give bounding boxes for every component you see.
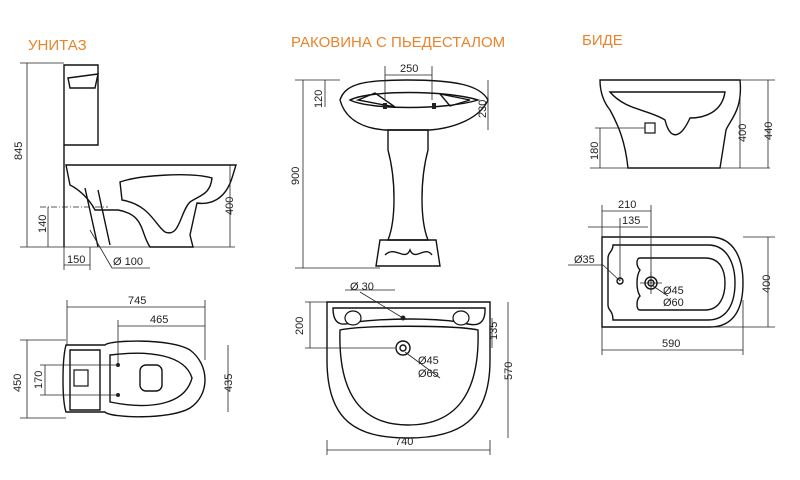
- toilet-outlet-offset-dim: 150: [67, 254, 85, 266]
- toilet-outlet-diameter-dim: Ø 100: [113, 256, 143, 268]
- bidet-width-dim: 400: [761, 275, 773, 293]
- bidet-drain-inner-dim: Ø45: [663, 285, 684, 297]
- sink-drain-offset-dim: 135: [488, 322, 500, 340]
- bidet-drain-outer-dim: Ø60: [663, 297, 684, 309]
- bidet-tap-offset-dim: 135: [622, 215, 640, 227]
- sink-depth-top-dim: 120: [313, 90, 325, 108]
- sink-tap-hole-dim: Ø 30: [350, 281, 374, 293]
- sink-basin-height-dim: 230: [477, 100, 489, 118]
- sink-drain-inner-dim: Ø45: [418, 355, 439, 367]
- toilet-width-dim: 450: [12, 374, 24, 392]
- toilet-hole-spacing-dim: 170: [33, 371, 45, 389]
- bidet-drain-offset-dim: 210: [618, 199, 636, 211]
- sink-tap-offset-dim: 200: [294, 317, 306, 335]
- bidet-top-view: 210 135 Ø35 Ø45 Ø60 400 590: [568, 199, 775, 355]
- toilet-top-view: 745 465 450 170 435: [12, 295, 235, 419]
- bidet-outlet-height-dim: 180: [589, 142, 601, 160]
- bidet-title: БИДЕ: [582, 32, 623, 49]
- sink-title: РАКОВИНА С ПЬЕДЕСТАЛОМ: [291, 34, 505, 51]
- toilet-outlet-height-dim: 140: [37, 215, 49, 233]
- sink-depth-dim: 570: [503, 362, 515, 380]
- toilet-seat-height-dim: 400: [224, 197, 236, 215]
- bidet-rim-height-dim: 400: [737, 124, 749, 142]
- toilet-hole-distance-dim: 465: [150, 314, 168, 326]
- sink-front-view: 250 120 230 900: [290, 63, 489, 269]
- toilet-length-dim: 745: [128, 295, 146, 307]
- sink-drain-outer-dim: Ø65: [418, 368, 439, 380]
- bidet-tap-hole-dim: Ø35: [574, 254, 595, 266]
- bidet-total-height-dim: 440: [763, 122, 775, 140]
- sink-top-view: Ø 30 200 135 570 Ø45 Ø65 740: [294, 281, 515, 455]
- toilet-bowl-width-dim: 435: [223, 374, 235, 392]
- sink-total-height-dim: 900: [290, 167, 302, 185]
- toilet-title: УНИТАЗ: [28, 37, 87, 54]
- sink-width-dim: 740: [395, 436, 413, 448]
- toilet-height-dim: 845: [13, 142, 25, 160]
- toilet-side-view: 845 400 140 150 Ø 100: [13, 62, 237, 270]
- bidet-length-dim: 590: [662, 338, 680, 350]
- sink-tap-spacing-dim: 250: [400, 63, 418, 75]
- bidet-side-view: 400 440 180: [589, 79, 775, 169]
